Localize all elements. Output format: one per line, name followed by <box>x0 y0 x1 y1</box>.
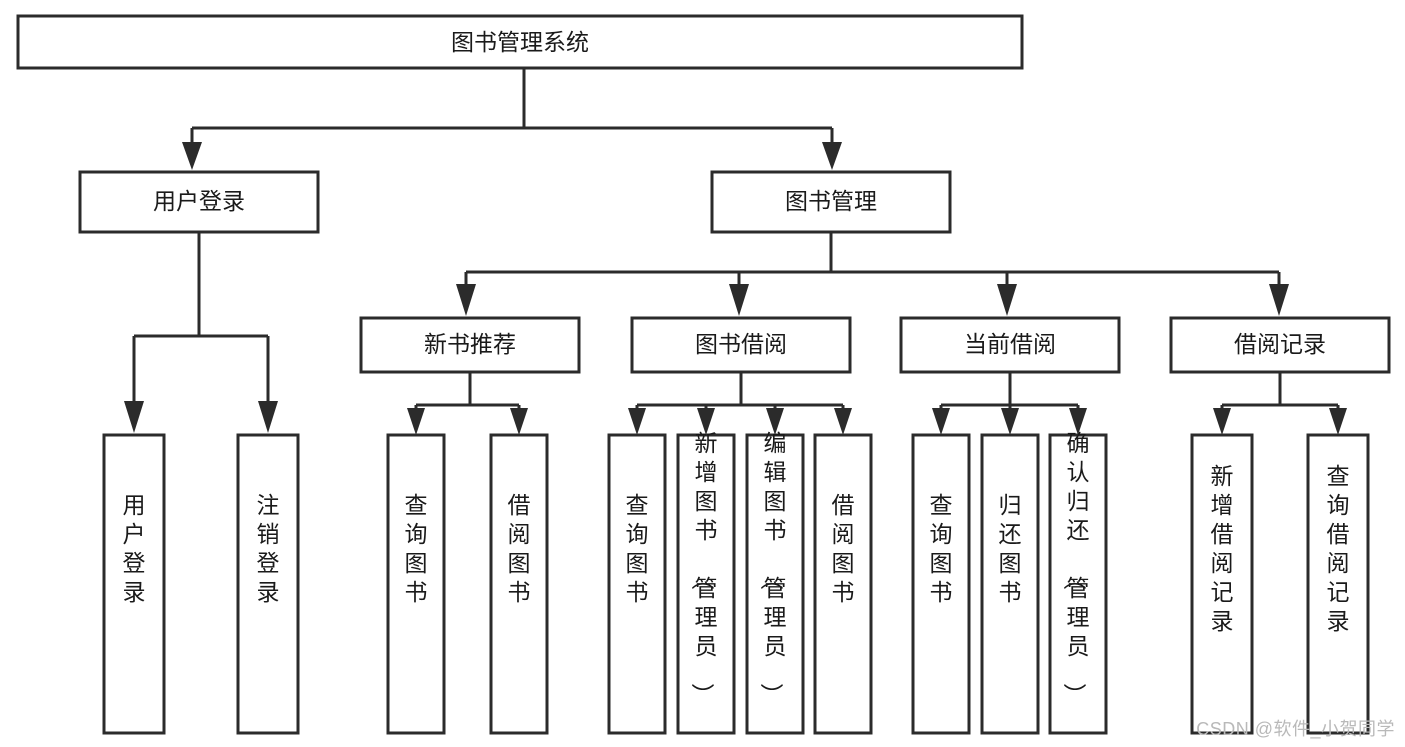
leaf-nbr-query-book-label: 查询图书 <box>405 492 428 605</box>
leaf-nbr-query-book-box <box>386 433 446 735</box>
leaf-bb-query-book-label: 查询图书 <box>626 492 649 605</box>
connector-new-book-recommend-to-leaves <box>407 372 528 435</box>
leaf-bb-borrow-book-box <box>813 433 873 735</box>
node-user-login[interactable]: 用户登录 <box>78 170 320 234</box>
leaf-cb-query-book-label: 查询图书 <box>930 492 953 605</box>
arrow-head-borrow-record <box>1269 284 1289 316</box>
node-root-box <box>16 14 1024 70</box>
node-borrow-record[interactable]: 借阅记录 <box>1169 316 1391 374</box>
leaf-nbr-borrow-book[interactable]: 借阅图书 <box>489 433 549 735</box>
node-current-borrow-box <box>899 316 1121 374</box>
arrow-head-cb-leaf-1 <box>932 408 950 435</box>
leaf-nbr-query-book[interactable]: 查询图书 <box>386 433 446 735</box>
arrow-head-book-manage <box>822 142 842 170</box>
leaf-bb-query-book-box <box>607 433 667 735</box>
leaf-cb-confirm-return-box <box>1048 433 1108 735</box>
arrow-head-nbr-leaf-1 <box>407 408 425 435</box>
leaf-bb-edit-book[interactable]: 编辑图书（管理员） <box>745 430 805 735</box>
node-book-manage-box <box>710 170 952 234</box>
node-book-borrow-label: 图书借阅 <box>695 331 787 357</box>
node-book-borrow[interactable]: 图书借阅 <box>630 316 852 374</box>
node-book-manage-label: 图书管理 <box>785 188 877 214</box>
arrow-head-leaf-user-login <box>124 401 144 433</box>
arrow-head-bb-leaf-1 <box>628 408 646 435</box>
arrow-head-nbr-leaf-2 <box>510 408 528 435</box>
arrow-head-cb-leaf-3 <box>1069 408 1087 435</box>
arrow-head-bb-leaf-4 <box>834 408 852 435</box>
leaf-br-query-record[interactable]: 查询借阅记录 <box>1306 433 1370 735</box>
connector-current-borrow-to-leaves <box>932 372 1087 435</box>
node-new-book-recommend-box <box>359 316 581 374</box>
node-new-book-recommend-label: 新书推荐 <box>424 331 516 357</box>
leaf-user-login-login[interactable]: 用户登录 <box>102 433 166 735</box>
leaf-br-add-record-box <box>1190 433 1254 735</box>
leaf-cb-confirm-return[interactable]: 确认归还（管理员） <box>1048 430 1108 735</box>
arrow-head-new-book-recommend <box>456 284 476 316</box>
leaf-br-query-record-label: 查询借阅记录 <box>1327 463 1350 634</box>
leaf-user-login-login-label: 用户登录 <box>123 492 146 605</box>
node-new-book-recommend[interactable]: 新书推荐 <box>359 316 581 374</box>
leaf-br-add-record-label: 新增借阅记录 <box>1211 463 1234 634</box>
connector-borrow-record-to-leaves <box>1213 372 1347 435</box>
node-current-borrow[interactable]: 当前借阅 <box>899 316 1121 374</box>
leaf-bb-edit-book-label: 编辑图书（管理员） <box>759 430 787 706</box>
leaf-user-login-login-box <box>102 433 166 735</box>
leaf-br-add-record[interactable]: 新增借阅记录 <box>1190 433 1254 735</box>
leaf-user-login-logout-box <box>236 433 300 735</box>
connector-root-to-level2 <box>182 68 842 170</box>
csdn-watermark: CSDN @软件_小贺同学 <box>1196 719 1395 739</box>
leaf-cb-query-book-box <box>911 433 971 735</box>
connector-user-login-to-leaves <box>124 232 278 433</box>
leaf-bb-borrow-book-label: 借阅图书 <box>832 492 855 605</box>
leaf-cb-confirm-return-label: 确认归还（管理员） <box>1062 430 1090 706</box>
leaf-bb-add-book[interactable]: 新增图书（管理员） <box>676 430 736 735</box>
leaf-bb-query-book[interactable]: 查询图书 <box>607 433 667 735</box>
leaf-cb-return-book-box <box>980 433 1040 735</box>
connector-book-borrow-to-leaves <box>628 372 852 435</box>
leaf-bb-edit-book-box <box>745 433 805 735</box>
arrow-head-book-borrow <box>729 284 749 316</box>
leaf-bb-add-book-label: 新增图书（管理员） <box>690 430 718 706</box>
arrow-head-cb-leaf-2 <box>1001 408 1019 435</box>
leaf-cb-return-book[interactable]: 归还图书 <box>980 433 1040 735</box>
leaf-br-query-record-box <box>1306 433 1370 735</box>
leaf-user-login-logout[interactable]: 注销登录 <box>236 433 300 735</box>
leaf-user-login-logout-label: 注销登录 <box>257 492 280 605</box>
node-book-borrow-box <box>630 316 852 374</box>
leaf-cb-query-book[interactable]: 查询图书 <box>911 433 971 735</box>
arrow-head-leaf-logout <box>258 401 278 433</box>
node-borrow-record-label: 借阅记录 <box>1234 331 1326 357</box>
leaf-bb-borrow-book[interactable]: 借阅图书 <box>813 433 873 735</box>
arrow-head-user-login <box>182 142 202 170</box>
leaf-cb-return-book-label: 归还图书 <box>999 492 1022 605</box>
node-root[interactable]: 图书管理系统 <box>16 14 1024 70</box>
connector-book-manage-to-level3 <box>456 232 1289 316</box>
node-root-label: 图书管理系统 <box>451 29 589 55</box>
arrow-head-br-leaf-1 <box>1213 408 1231 435</box>
leaf-nbr-borrow-book-label: 借阅图书 <box>508 492 531 605</box>
arrow-head-bb-leaf-3 <box>766 408 784 435</box>
node-borrow-record-box <box>1169 316 1391 374</box>
node-current-borrow-label: 当前借阅 <box>964 331 1056 357</box>
arrow-head-bb-leaf-2 <box>697 408 715 435</box>
node-user-login-label: 用户登录 <box>153 188 245 214</box>
arrow-head-br-leaf-2 <box>1329 408 1347 435</box>
leaf-nbr-borrow-book-box <box>489 433 549 735</box>
node-book-manage[interactable]: 图书管理 <box>710 170 952 234</box>
leaf-bb-add-book-box <box>676 433 736 735</box>
arrow-head-current-borrow <box>997 284 1017 316</box>
